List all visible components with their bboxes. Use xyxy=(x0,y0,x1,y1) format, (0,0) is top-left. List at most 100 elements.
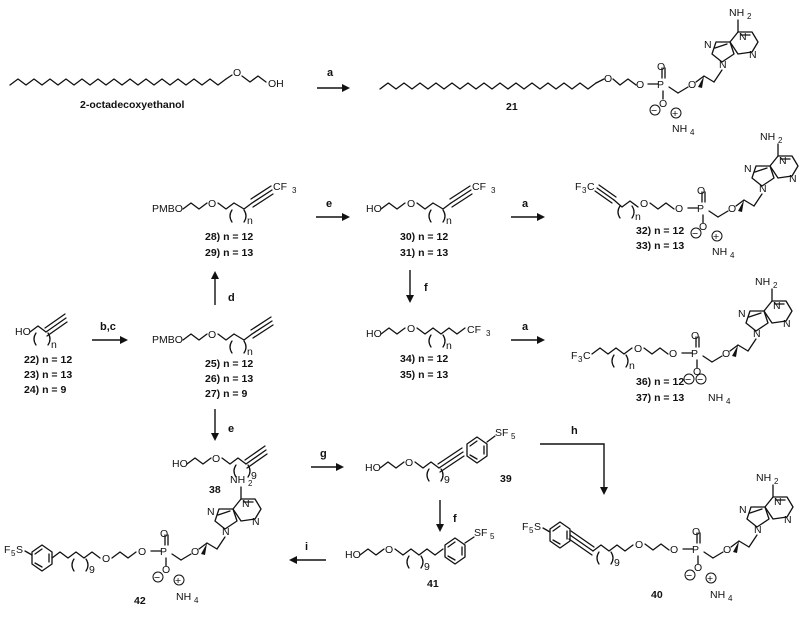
compound-32-33: F 3 C n O O P O O O N N N N NH 2 − + NH … xyxy=(575,131,799,260)
atom-n-subscript: n xyxy=(635,211,641,223)
compound-38: HO O 9 38 xyxy=(172,445,268,496)
reaction-arrow-g: g xyxy=(311,448,344,471)
atom-o: O xyxy=(208,198,216,210)
phenyl-ring xyxy=(549,521,571,549)
atom-n-subscript: n xyxy=(446,215,452,227)
compound-label: 40 xyxy=(651,589,663,601)
atom-o: O xyxy=(693,366,701,378)
condition-a: a xyxy=(327,67,334,79)
compound-label: 29) n = 13 xyxy=(205,247,253,259)
compound-22-24: HO n 22) n = 12 23) n = 13 24) n = 9 xyxy=(15,313,72,396)
reaction-arrow-a-row2: a xyxy=(511,198,545,221)
phenyl-ring xyxy=(31,544,53,572)
atom-o: O xyxy=(675,203,683,215)
atom-pmbo: PMBO xyxy=(152,334,183,346)
subscript: 3 xyxy=(486,329,491,338)
atom-o: O xyxy=(385,544,393,556)
subscript: 5 xyxy=(490,532,495,541)
atom-o: O xyxy=(102,553,110,565)
subscript: 2 xyxy=(248,479,253,488)
atom-o: O xyxy=(659,98,667,110)
atom-o: O xyxy=(138,546,146,558)
compound-label: 32) n = 12 xyxy=(636,225,684,237)
atom-n: N xyxy=(783,318,791,330)
condition-g: g xyxy=(320,448,327,460)
compound-label: 23) n = 13 xyxy=(24,369,72,381)
atom-f3c: F xyxy=(575,181,581,193)
atom-n: N xyxy=(222,526,230,538)
atom-o: O xyxy=(405,457,413,469)
atom-o: O xyxy=(191,546,199,558)
atom-c: C xyxy=(587,181,595,193)
atom-n: N xyxy=(754,524,762,536)
atom-nh4: NH xyxy=(712,246,727,258)
charge-plus: + xyxy=(672,108,678,120)
compound-label: 38 xyxy=(209,484,221,496)
atom-o: O xyxy=(635,539,643,551)
atom-o: O xyxy=(640,198,648,210)
atom-9-subscript: 9 xyxy=(444,474,450,486)
compound-label: 25) n = 12 xyxy=(205,358,253,370)
compound-25-27: PMBO O n 25) n = 12 26) n = 13 27) n = 9 xyxy=(152,316,274,400)
atom-o: O xyxy=(722,348,730,360)
compound-label: 31) n = 13 xyxy=(400,247,448,259)
atom-n-subscript: n xyxy=(247,215,253,227)
atom-n: N xyxy=(779,155,787,167)
atom-n: N xyxy=(242,498,250,510)
compound-30-31: HO O n CF 3 30) n = 12 31) n = 13 xyxy=(366,181,496,259)
atom-p: P xyxy=(691,348,698,360)
atom-o: O xyxy=(604,73,612,85)
atom-o: O xyxy=(160,528,168,540)
charge-plus: + xyxy=(175,575,181,587)
subscript: 3 xyxy=(292,186,297,195)
atom-n: N xyxy=(773,300,781,312)
condition-f: f xyxy=(453,513,457,525)
atom-o: O xyxy=(669,348,677,360)
atom-n: N xyxy=(738,308,746,320)
atom-cf3: CF xyxy=(273,181,287,193)
atom-nh2: NH xyxy=(729,7,744,19)
condition-d: d xyxy=(228,292,235,304)
atom-p: P xyxy=(160,546,167,558)
atom-n: N xyxy=(704,39,712,51)
charge-plus: + xyxy=(707,573,713,585)
condition-a: a xyxy=(522,321,529,333)
reaction-arrow-a-row3: a xyxy=(511,321,545,344)
atom-o: O xyxy=(694,562,702,574)
atom-o: O xyxy=(699,221,707,233)
compound-label: 35) n = 13 xyxy=(400,369,448,381)
atom-p: P xyxy=(657,79,664,91)
compound-label: 33) n = 13 xyxy=(636,240,684,252)
atom-ho: HO xyxy=(172,458,188,470)
compound-34-35: HO O n CF 3 34) n = 12 35) n = 13 xyxy=(366,323,491,381)
atom-sf5: SF xyxy=(495,427,508,439)
subscript: 2 xyxy=(773,281,778,290)
atom-pmbo: PMBO xyxy=(152,203,183,215)
subscript: 4 xyxy=(730,251,735,260)
atom-o: O xyxy=(691,330,699,342)
compound-label: 36) n = 12 xyxy=(636,376,684,388)
atom-nh4: NH xyxy=(672,123,687,135)
atom-n-subscript: n xyxy=(629,360,635,372)
atom-n: N xyxy=(753,328,761,340)
subscript: 5 xyxy=(529,526,534,535)
subscript: 4 xyxy=(728,594,733,603)
compound-label: 39 xyxy=(500,473,512,485)
atom-n: N xyxy=(774,496,782,508)
atom-nh4: NH xyxy=(176,591,191,603)
charge-minus: − xyxy=(685,374,691,386)
atom-n: N xyxy=(739,31,747,43)
atom-n-subscript: n xyxy=(51,339,57,351)
atom-o: O xyxy=(670,544,678,556)
atom-nh2: NH xyxy=(760,131,775,143)
atom-ho: HO xyxy=(366,203,382,215)
atom-nh4: NH xyxy=(708,392,723,404)
reaction-arrow-d: d xyxy=(211,271,235,305)
atom-n: N xyxy=(784,514,792,526)
atom-o: O xyxy=(657,61,665,73)
negative-charge xyxy=(152,571,164,583)
atom-o: O xyxy=(634,343,642,355)
atom-n-subscript: n xyxy=(446,340,452,352)
compound-41: HO O 9 SF 5 41 xyxy=(345,527,495,590)
atom-o: O xyxy=(688,79,696,91)
